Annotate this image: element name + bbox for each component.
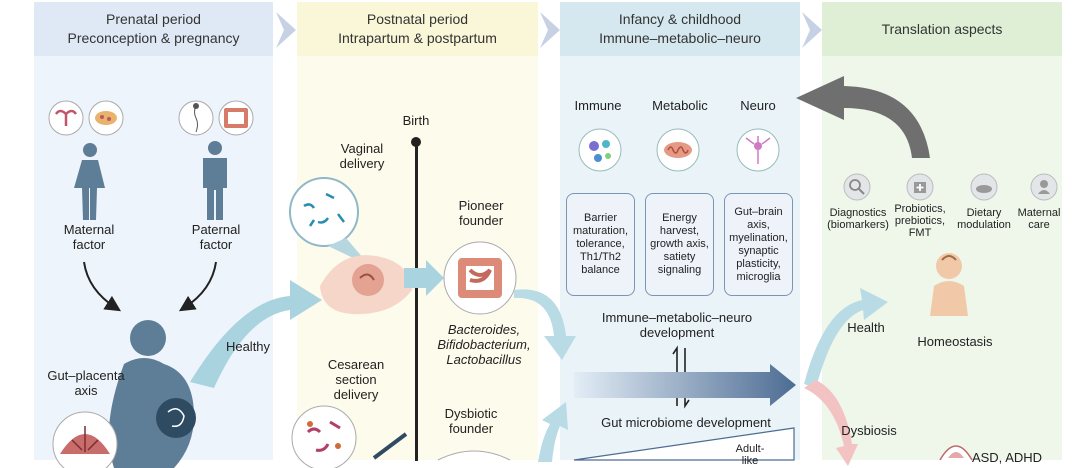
vaginal-microbe-icon (289, 177, 370, 266)
cesarean-microbe-icon (291, 405, 357, 468)
probiotics-label: Probiotics, prebiotics, FMT (894, 203, 946, 239)
reproductive-organs-icon (48, 100, 124, 136)
infancy-header: Infancy & childhood Immune–metabolic–neu… (560, 2, 800, 56)
sperm-gut-icon (178, 100, 254, 136)
gut-placenta-axis-label: Gut–placenta axis (47, 368, 125, 398)
birth-scene-icon (320, 255, 412, 315)
postnatal-header: Postnatal period Intrapartum & postpartu… (297, 2, 538, 56)
birth-timeline-dot (411, 137, 421, 147)
health-outcome-arrow (804, 288, 888, 388)
baby-care-icon (1030, 173, 1058, 201)
mitochondrion-icon (656, 128, 700, 172)
gut-microbiome-label: Gut microbiome development (601, 415, 771, 430)
adult-like-label: Adult- like (735, 443, 765, 467)
neuron-icon (736, 128, 780, 172)
maternal-factor-label: Maternal factor (63, 222, 115, 252)
dysbiotic-flow-arrow (538, 402, 568, 462)
healthy-label: Healthy (225, 339, 271, 354)
brain-icon (939, 445, 973, 461)
chevron-arrow-icon (276, 12, 296, 48)
feedback-arrow (796, 76, 930, 158)
male-figure-icon (203, 141, 227, 220)
metabolic-box: Energy harvest, growth axis, satiety sig… (645, 193, 714, 296)
immune-label: Immune (574, 98, 622, 113)
placenta-icon (52, 411, 118, 468)
diagnostics-label: Diagnostics (biomarkers) (827, 207, 889, 231)
food-icon (970, 173, 998, 201)
dysbiotic-founder-label: Dysbiotic founder (444, 406, 498, 436)
pioneer-bacteria-label: Bacteroides, Bifidobacterium, Lactobacil… (437, 322, 531, 367)
development-main-arrow (574, 364, 796, 406)
maternal-care-label: Maternal care (1017, 207, 1061, 231)
disorders-label: ASD, ADHD (971, 450, 1043, 465)
dysbiosis-label: Dysbiosis (841, 423, 897, 438)
birth-timeline-line (415, 141, 418, 461)
scalpel-icon (372, 432, 408, 460)
dysbiotic-intestine-icon (437, 450, 511, 461)
dietary-modulation-label: Dietary modulation (957, 207, 1011, 231)
prenatal-header: Prenatal period Preconception & pregnanc… (34, 2, 273, 56)
pregnant-woman-icon (108, 320, 196, 468)
immune-box: Barrier maturation, tolerance, Th1/Th2 b… (566, 193, 635, 296)
development-label: Immune–metabolic–neuro development (601, 310, 753, 340)
healthy-intestine-icon (443, 241, 517, 315)
birth-label: Birth (402, 113, 430, 128)
healthy-arrow (190, 280, 322, 388)
metabolic-label: Metabolic (652, 98, 708, 113)
pioneer-founder-label: Pioneer founder (458, 198, 504, 228)
chevron-arrow-icon (540, 12, 560, 48)
pioneer-arrow (404, 260, 444, 296)
healthy-baby-icon (930, 253, 968, 316)
immune-cells-icon (578, 128, 622, 172)
translation-header: Translation aspects (822, 2, 1062, 56)
magnifier-icon (843, 173, 871, 201)
cesarean-delivery-label: Cesarean section delivery (327, 357, 385, 402)
chevron-arrow-icon (802, 12, 822, 48)
neuro-box: Gut–brain axis, myelination, synaptic pl… (724, 193, 793, 296)
health-label: Health (847, 320, 885, 335)
pharmacy-icon (906, 173, 934, 201)
converging-arrows (83, 261, 217, 312)
healthy-flow-arrow (514, 289, 576, 360)
homeostasis-label: Homeostasis (917, 334, 993, 349)
female-figure-icon (74, 143, 105, 220)
vaginal-delivery-label: Vaginal delivery (339, 141, 385, 171)
dysbiosis-outcome-arrow (804, 380, 858, 466)
paternal-factor-label: Paternal factor (191, 222, 241, 252)
neuro-label: Neuro (740, 98, 776, 113)
